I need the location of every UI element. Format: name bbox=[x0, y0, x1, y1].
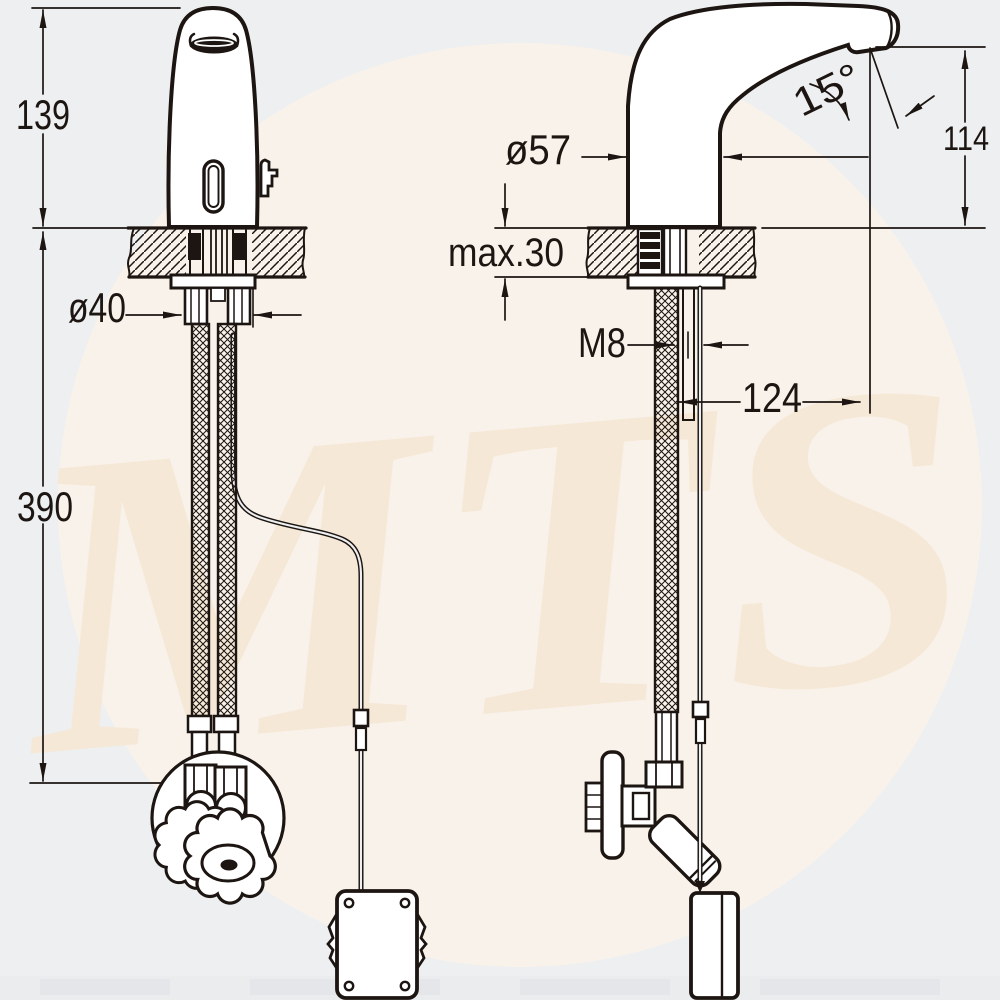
control-box-side bbox=[689, 891, 740, 1000]
dim-114-label: 114 bbox=[943, 120, 989, 158]
control-box-front bbox=[326, 889, 428, 1000]
front-view: 139 390 bbox=[16, 5, 428, 1000]
stop-valve-front bbox=[150, 750, 286, 905]
dim-max30-label: max.30 bbox=[448, 231, 564, 275]
angle-reference-line bbox=[869, 47, 899, 129]
dimension-40: ø40 bbox=[68, 284, 302, 331]
sensor-cable-side bbox=[691, 285, 710, 893]
cable-connector bbox=[691, 700, 710, 719]
dimension-57: ø57 bbox=[505, 126, 869, 173]
horseshoe-plate-front bbox=[169, 273, 257, 290]
countertop-front bbox=[126, 226, 308, 279]
dimension-m8: M8 bbox=[578, 319, 749, 366]
horseshoe-plate-side bbox=[626, 273, 726, 290]
side-adjuster bbox=[259, 158, 279, 198]
dimension-max30: max.30 bbox=[448, 183, 589, 321]
supply-hose-side bbox=[653, 286, 680, 764]
cable-connector bbox=[352, 708, 370, 728]
dimension-139: 139 bbox=[16, 9, 70, 227]
faucet-body-front bbox=[166, 5, 279, 229]
supply-hoses-front bbox=[186, 322, 240, 768]
dim-57-label: ø57 bbox=[505, 126, 571, 173]
dimension-114: 114 bbox=[761, 46, 989, 229]
dim-124-label: 124 bbox=[742, 374, 802, 421]
dimension-124: 124 bbox=[678, 49, 871, 421]
faucet-body-side bbox=[626, 1, 901, 229]
dim-390-label: 390 bbox=[17, 483, 73, 530]
dimension-390: 390 bbox=[17, 231, 73, 782]
watermark-letters: MTS bbox=[0, 290, 991, 848]
dim-m8-label: M8 bbox=[578, 319, 626, 366]
side-view: ø57 max.30 M8 124 bbox=[448, 1, 989, 1000]
valve-flange-side bbox=[600, 750, 625, 860]
dim-139-label: 139 bbox=[16, 91, 70, 138]
spout-tip-line bbox=[885, 10, 893, 49]
sensor-cable-front bbox=[230, 332, 370, 894]
dim-40-label: ø40 bbox=[68, 284, 126, 331]
